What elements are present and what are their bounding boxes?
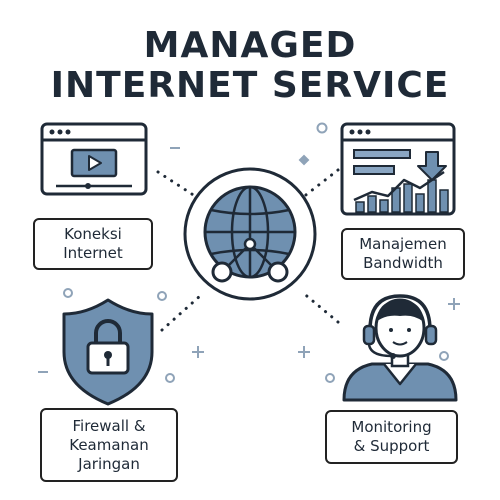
connector-lines xyxy=(156,168,340,332)
bandwidth-chart-window-icon xyxy=(340,122,456,216)
shield-lock-icon xyxy=(62,298,154,406)
title-line-1: MANAGED xyxy=(143,25,357,66)
label-monitoring-support: Monitoring & Support xyxy=(325,410,458,464)
label-manajemen-bandwidth: Manajemen Bandwidth xyxy=(341,228,465,280)
title-line-2: INTERNET SERVICE xyxy=(50,65,450,106)
decorative-sparkles xyxy=(38,122,460,383)
video-player-window-icon xyxy=(40,122,148,196)
network-globe-icon xyxy=(183,167,317,301)
label-koneksi-internet: Koneksi Internet xyxy=(33,218,153,270)
label-firewall-keamanan: Firewall & Keamanan Jaringan xyxy=(40,408,178,482)
support-agent-headset-icon xyxy=(342,294,458,402)
